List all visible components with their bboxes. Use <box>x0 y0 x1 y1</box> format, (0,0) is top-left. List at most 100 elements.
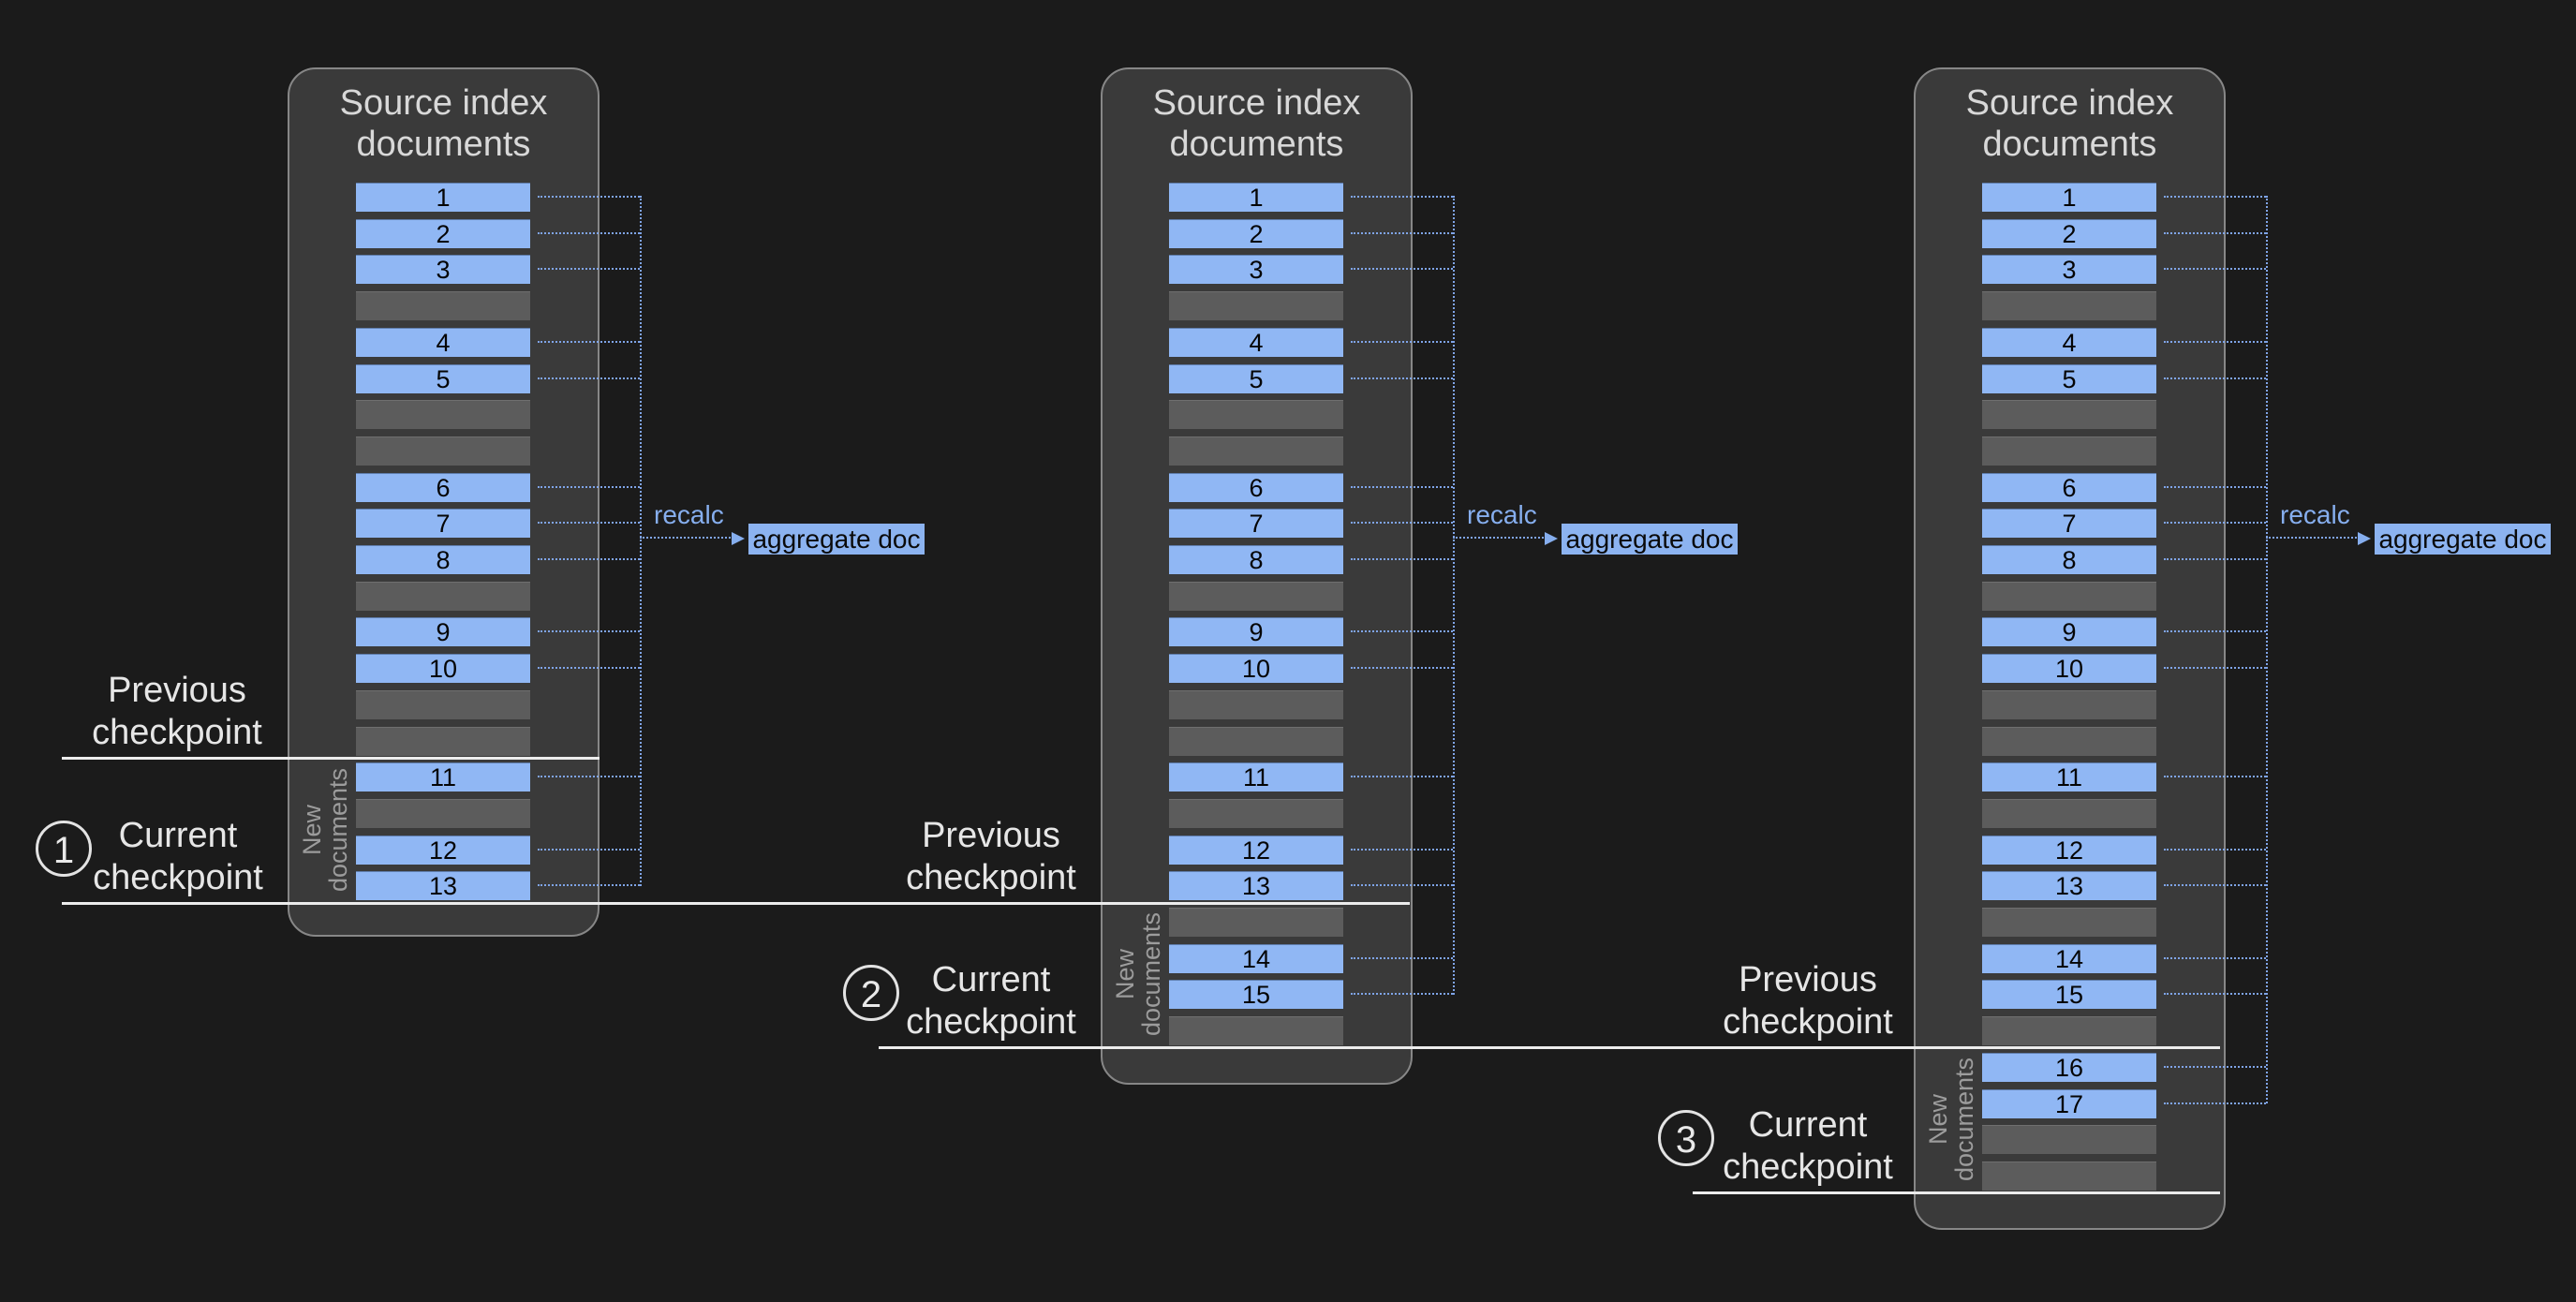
doc-row: 6 <box>356 472 530 502</box>
doc-row: 5 <box>1169 363 1343 393</box>
checkpoint-line-1 <box>62 757 600 760</box>
current-checkpoint-line1: Current <box>931 960 1051 999</box>
doc-connector-line <box>538 522 640 525</box>
empty-row <box>1982 726 2156 756</box>
panel-title-line2: documents <box>356 125 531 164</box>
doc-connector-line <box>2164 667 2266 670</box>
current-checkpoint-line2: checkpoint <box>906 1002 1076 1042</box>
checkpoint-line-2 <box>62 902 1410 905</box>
doc-row: 9 <box>1169 617 1343 647</box>
empty-row <box>1982 1016 2156 1046</box>
doc-row: 13 <box>356 871 530 901</box>
doc-connector-line <box>538 848 640 851</box>
doc-row: 12 <box>1169 835 1343 865</box>
doc-row: 3 <box>1982 255 2156 285</box>
doc-connector-line <box>2164 776 2266 778</box>
doc-connector-line <box>2164 231 2266 234</box>
doc-row: 1 <box>1169 183 1343 212</box>
recalc-arrow-line <box>1453 537 1547 539</box>
empty-row <box>356 291 530 321</box>
previous-checkpoint-line1: Previous <box>1739 960 1877 999</box>
doc-connector-line <box>538 268 640 271</box>
current-checkpoint-line1: Current <box>1748 1105 1868 1145</box>
recalc-label: recalc <box>1467 500 1537 529</box>
previous-checkpoint-line2: checkpoint <box>1723 1002 1893 1042</box>
doc-row: 4 <box>1169 327 1343 357</box>
doc-connector-line <box>2164 268 2266 271</box>
empty-row <box>1982 436 2156 466</box>
doc-row: 10 <box>1169 654 1343 684</box>
doc-row: 5 <box>356 363 530 393</box>
recalc-label: recalc <box>654 500 724 529</box>
doc-row: 13 <box>1982 871 2156 901</box>
doc-connector-line <box>2164 884 2266 887</box>
empty-row <box>356 689 530 719</box>
doc-connector-line <box>1351 231 1453 234</box>
doc-row: 5 <box>1982 363 2156 393</box>
doc-row: 10 <box>356 654 530 684</box>
empty-row <box>1169 798 1343 828</box>
doc-connector-line <box>2164 377 2266 379</box>
empty-row <box>356 400 530 430</box>
doc-connector-line <box>538 196 640 198</box>
empty-row <box>356 436 530 466</box>
doc-row: 1 <box>356 183 530 212</box>
doc-connector-line <box>1351 558 1453 560</box>
doc-row: 15 <box>1982 980 2156 1010</box>
doc-row: 12 <box>1982 835 2156 865</box>
doc-row: 3 <box>1169 255 1343 285</box>
checkpoint-line-3 <box>879 1046 2220 1049</box>
doc-connector-line <box>538 231 640 234</box>
current-checkpoint-line2: checkpoint <box>93 858 263 897</box>
doc-connector-line <box>1351 485 1453 488</box>
doc-connector-line <box>2164 956 2266 959</box>
empty-row <box>1169 400 1343 430</box>
bracket-line <box>2266 196 2268 1103</box>
panel-title-line1: Source index <box>1152 83 1361 123</box>
arrow-head-icon <box>2358 531 2371 545</box>
doc-row: 15 <box>1169 980 1343 1010</box>
doc-connector-line <box>1351 340 1453 343</box>
doc-connector-line <box>1351 956 1453 959</box>
doc-connector-line <box>1351 196 1453 198</box>
arrow-head-icon <box>732 531 745 545</box>
aggregate-doc-box: aggregate doc <box>748 524 925 555</box>
doc-connector-line <box>1351 522 1453 525</box>
empty-row <box>1169 1016 1343 1046</box>
doc-row: 4 <box>356 327 530 357</box>
doc-connector-line <box>1351 884 1453 887</box>
doc-row: 6 <box>1169 472 1343 502</box>
empty-row <box>1169 581 1343 611</box>
doc-row: 16 <box>1982 1052 2156 1082</box>
doc-connector-line <box>538 340 640 343</box>
doc-connector-line <box>2164 993 2266 996</box>
doc-row: 11 <box>1982 762 2156 792</box>
doc-connector-line <box>1351 776 1453 778</box>
doc-connector-line <box>2164 522 2266 525</box>
doc-connector-line <box>1351 993 1453 996</box>
doc-connector-line <box>2164 485 2266 488</box>
doc-row: 2 <box>356 218 530 248</box>
doc-row: 3 <box>356 255 530 285</box>
empty-row <box>1982 581 2156 611</box>
doc-connector-line <box>1351 848 1453 851</box>
doc-connector-line <box>2164 848 2266 851</box>
empty-row <box>1982 689 2156 719</box>
previous-checkpoint-line1: Previous <box>108 671 246 710</box>
panel-title-line2: documents <box>1982 125 2157 164</box>
doc-connector-line <box>1351 630 1453 633</box>
doc-row: 2 <box>1982 218 2156 248</box>
previous-checkpoint-line1: Previous <box>922 816 1060 855</box>
doc-connector-line <box>2164 630 2266 633</box>
doc-row: 13 <box>1169 871 1343 901</box>
panel-title-line1: Source index <box>339 83 548 123</box>
step-1-badge: 1 <box>36 821 92 877</box>
doc-connector-line <box>538 485 640 488</box>
empty-row <box>1982 798 2156 828</box>
